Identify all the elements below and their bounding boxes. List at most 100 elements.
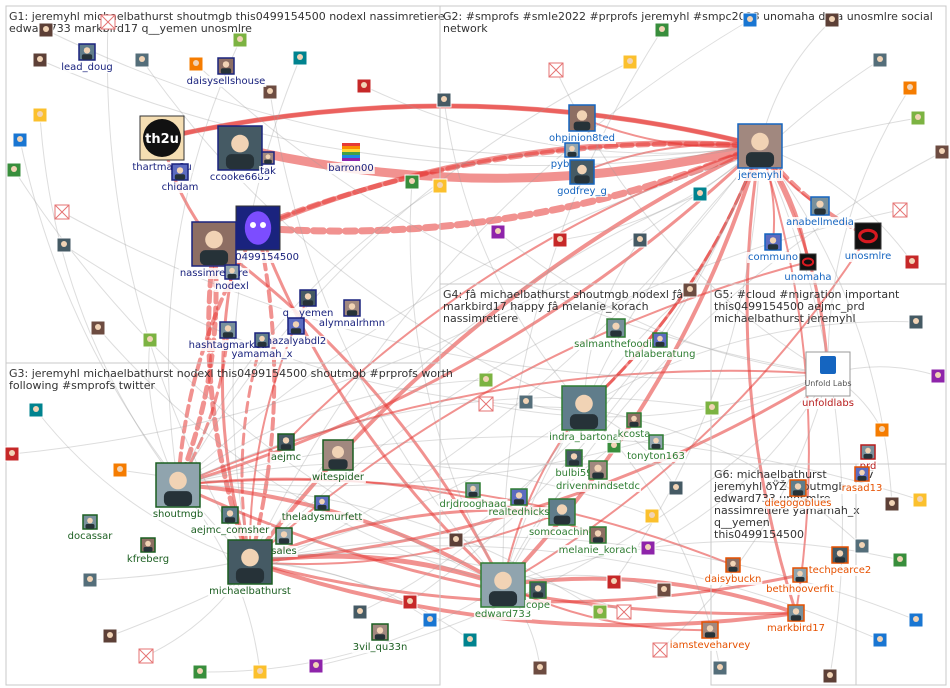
node-thumbnail[interactable] <box>404 174 420 190</box>
node-thumbnail[interactable] <box>592 604 608 620</box>
node-jeremyhl[interactable]: jeremyhl <box>736 123 783 181</box>
node-thumbnail[interactable] <box>252 664 268 680</box>
node-ohpinion8ted[interactable]: ohpinion8ted <box>548 104 616 144</box>
node-docassar[interactable]: docassar <box>66 514 115 542</box>
node-drjdrooghaag[interactable]: drjdrooghaag <box>438 482 508 510</box>
node-thumbnail[interactable] <box>692 186 708 202</box>
node-drivenmindsetdc[interactable]: drivenmindsetdc <box>555 460 641 492</box>
node-thumbnail[interactable] <box>188 56 204 72</box>
node-thumbnail[interactable] <box>192 664 208 680</box>
node-thumbnail[interactable] <box>654 22 670 38</box>
node-sales[interactable]: sales <box>270 527 298 557</box>
node-thumbnail[interactable] <box>38 22 54 38</box>
node-michaelbathurst[interactable]: michaelbathurst <box>208 539 292 597</box>
node-bulbi59[interactable]: bulbi59 <box>554 449 594 479</box>
node-markbird17[interactable]: markbird17 <box>766 604 826 634</box>
node-q-yemen[interactable]: q__yemen <box>281 289 335 319</box>
node-thumbnail[interactable] <box>462 632 478 648</box>
node-thumbnail[interactable] <box>308 658 324 674</box>
node-thumbnail[interactable] <box>874 422 890 438</box>
node-thumbnail[interactable] <box>142 332 158 348</box>
node-thumbnail[interactable] <box>742 12 758 28</box>
node-thumbnail[interactable] <box>902 80 918 96</box>
node-chidam[interactable]: chidam <box>160 163 200 193</box>
node-thumbnail[interactable] <box>884 496 900 512</box>
node-theladysmurfett[interactable]: theladysmurfett <box>280 495 364 523</box>
node-thumbnail[interactable] <box>616 604 632 620</box>
node-thumbnail[interactable] <box>6 162 22 178</box>
node-thumbnail[interactable] <box>138 648 154 664</box>
node-unomaha[interactable]: unomaha <box>783 253 833 283</box>
node-thumbnail[interactable] <box>652 642 668 658</box>
node-thumbnail[interactable] <box>712 660 728 676</box>
node-thumbnail[interactable] <box>262 84 278 100</box>
node-thumbnail[interactable] <box>232 32 248 48</box>
node-thumbnail[interactable] <box>854 538 870 554</box>
node-somcoaching[interactable]: somcoaching <box>527 498 597 538</box>
node-thumbnail[interactable] <box>892 202 908 218</box>
node-aejmc-comsher[interactable]: aejmc_comsher <box>189 506 272 536</box>
node-witespider[interactable]: witespider <box>311 439 366 483</box>
node-thumbnail[interactable] <box>436 92 452 108</box>
node-melanie-korach[interactable]: melanie_korach <box>557 526 639 556</box>
node-thumbnail[interactable] <box>606 574 622 590</box>
node-thumbnail[interactable] <box>56 237 72 253</box>
node-thumbnail[interactable] <box>352 604 368 620</box>
node-anabellmedia[interactable]: anabellmedia <box>785 196 855 228</box>
node-rasad13[interactable]: rasad13 <box>840 466 884 494</box>
node-thumbnail[interactable] <box>892 552 908 568</box>
node-hazalyabdl2[interactable]: hazalyabdl2 <box>264 317 328 347</box>
node-kfreberg[interactable]: kfreberg <box>125 537 171 565</box>
node-thumbnail[interactable] <box>518 394 534 410</box>
node-thumbnail[interactable] <box>908 612 924 628</box>
node-thumbnail[interactable] <box>54 204 70 220</box>
node-thumbnail[interactable] <box>872 632 888 648</box>
node-tonyton163[interactable]: tonyton163 <box>626 434 686 462</box>
node-thumbnail[interactable] <box>356 78 372 94</box>
node-bethhooverfit[interactable]: bethhooverfit <box>765 567 835 595</box>
node-thumbnail[interactable] <box>682 282 698 298</box>
node-daisybuckn[interactable]: daisybuckn <box>703 557 763 585</box>
node-thumbnail[interactable] <box>872 52 888 68</box>
node-cope[interactable]: cope <box>524 581 552 611</box>
node-thumbnail[interactable] <box>432 178 448 194</box>
node-nodexl[interactable]: nodexl <box>214 264 250 292</box>
node-thumbnail[interactable] <box>548 62 564 78</box>
node-hashtagmarketi[interactable]: hashtagmarketi <box>187 321 269 351</box>
node-thumbnail[interactable] <box>402 594 418 610</box>
node-thumbnail[interactable] <box>12 132 28 148</box>
node-godfrey-g[interactable]: godfrey_g <box>556 159 608 197</box>
node-kcosta[interactable]: kcosta <box>616 412 652 440</box>
node-thalaberatung[interactable]: thalaberatung <box>623 332 697 360</box>
node-thumbnail[interactable] <box>112 462 128 478</box>
node-daisysellshouse[interactable]: daisysellshouse <box>185 57 267 87</box>
node-barron00[interactable]: barron00 <box>327 143 375 174</box>
node-thumbnail[interactable] <box>668 480 684 496</box>
node-aejmc[interactable]: aejmc <box>269 433 303 463</box>
node-thumbnail[interactable] <box>910 110 926 126</box>
node-thumbnail[interactable] <box>134 52 150 68</box>
node-thumbnail[interactable] <box>82 572 98 588</box>
node-lead-doug[interactable]: lead_doug <box>60 43 114 73</box>
node-techpearce2[interactable]: techpearce2 <box>807 546 873 576</box>
node-shoutmgb[interactable]: shoutmgb <box>151 462 205 520</box>
node-yamamah-x[interactable]: yamamah_x <box>230 332 294 360</box>
node-unosmlre[interactable]: unosmlre <box>843 222 893 262</box>
node-realtedhicks[interactable]: realtedhicks <box>487 488 551 518</box>
node-thumbnail[interactable] <box>102 628 118 644</box>
node-salmanthefoodie[interactable]: salmanthefoodie <box>573 318 659 350</box>
node-thumbnail[interactable] <box>4 446 20 462</box>
node-thumbnail[interactable] <box>100 14 116 30</box>
node-this0499154500[interactable]: this0499154500 <box>216 205 300 263</box>
node-thumbnail[interactable] <box>822 668 838 684</box>
node-communo[interactable]: communo <box>747 233 799 263</box>
node-thumbnail[interactable] <box>824 12 840 28</box>
node-thumbnail[interactable] <box>490 224 506 240</box>
node-thumbnail[interactable] <box>704 400 720 416</box>
node-thumbnail[interactable] <box>644 508 660 524</box>
node-thumbnail[interactable] <box>28 402 44 418</box>
node-ccooke6685[interactable]: ccooke6685 <box>208 125 272 183</box>
node-diegogoblues[interactable]: diegogoblues <box>763 479 833 509</box>
